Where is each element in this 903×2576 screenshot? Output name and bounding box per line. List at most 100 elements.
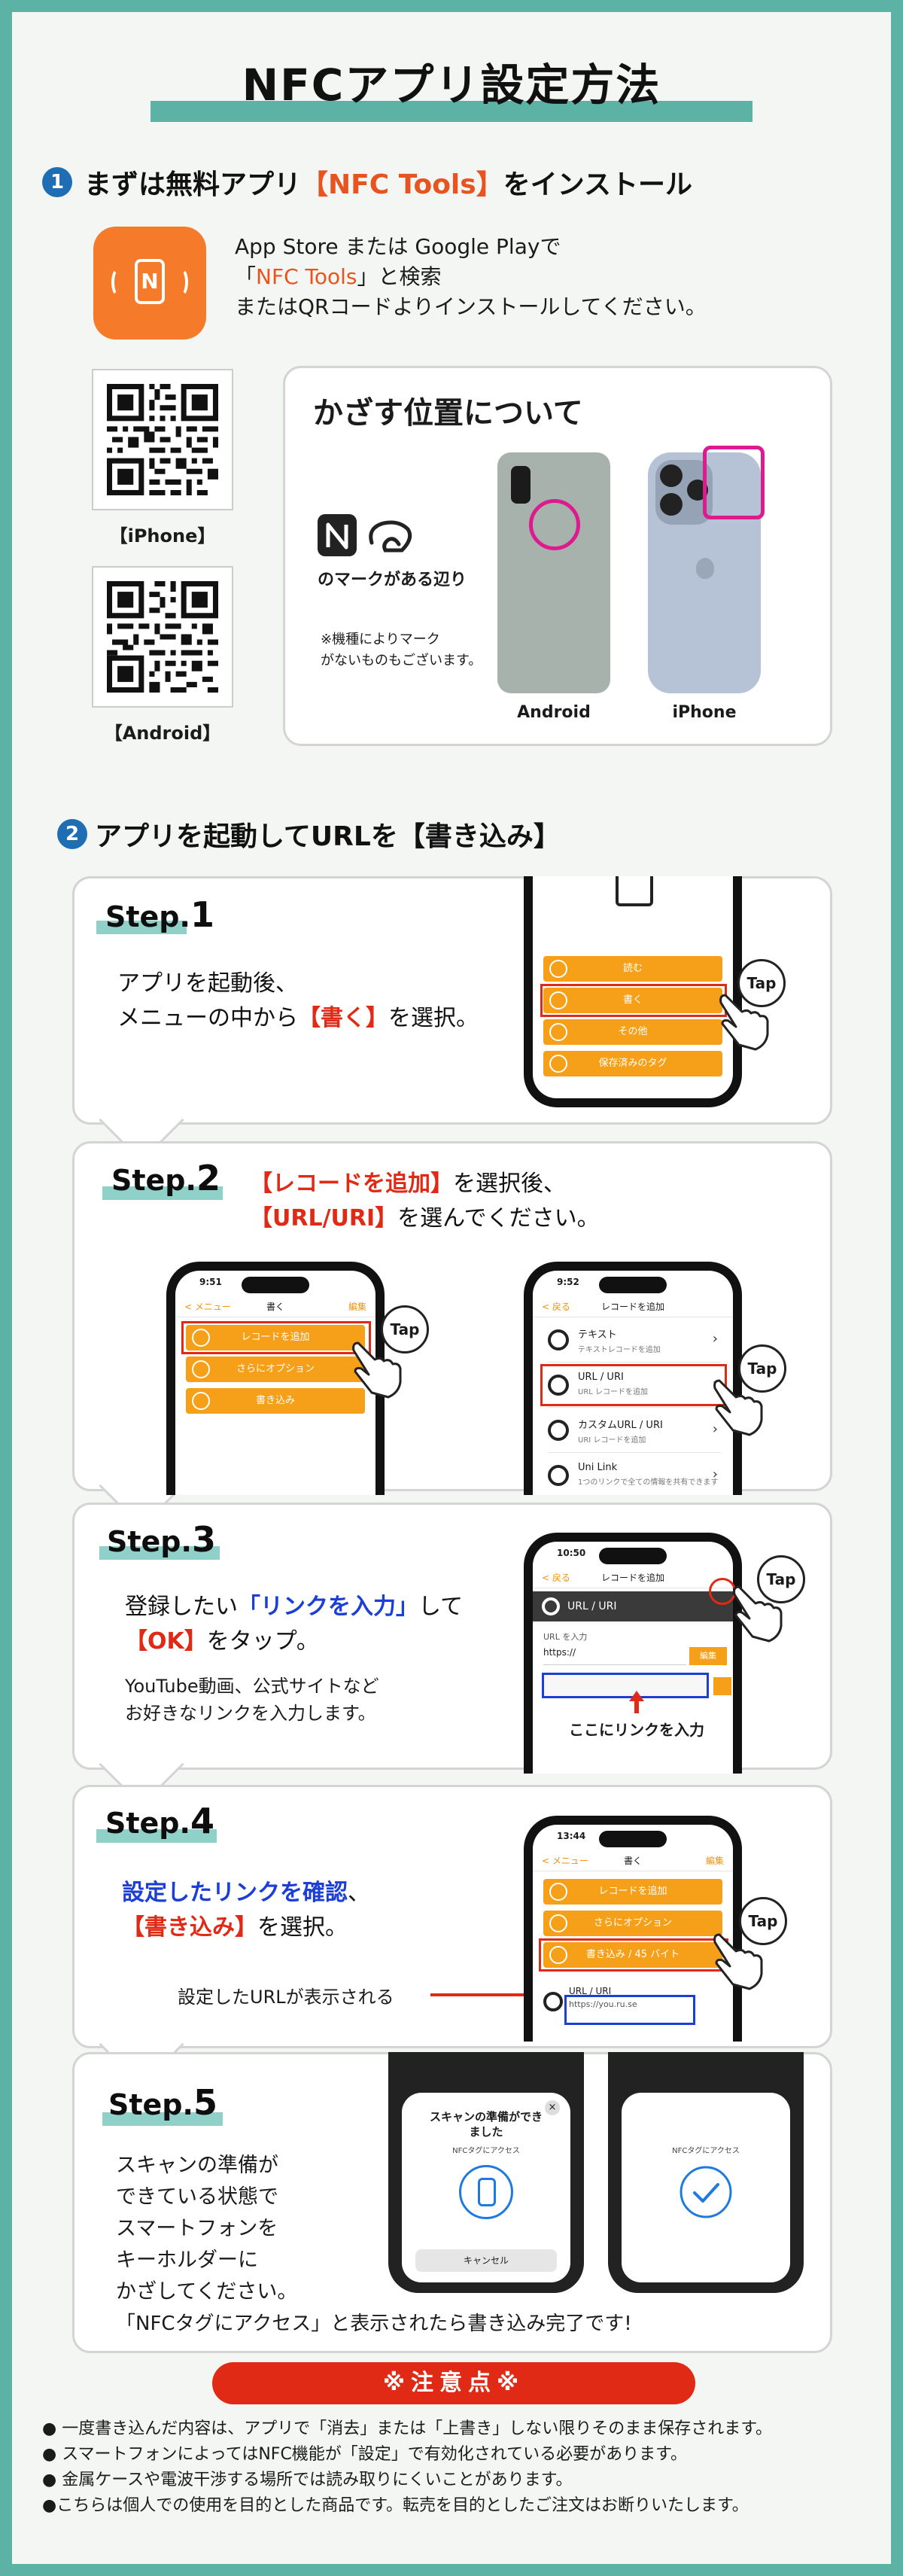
quote-open: 「 — [235, 264, 257, 289]
mark-note-line1: ※機種によりマーク — [321, 632, 440, 647]
step2-left-nav: < メニュー書く編集 — [175, 1296, 375, 1317]
more-options[interactable]: さらにオプション — [186, 1357, 365, 1382]
mark-note-line2: がないものもございます。 — [321, 653, 482, 668]
step2-tag-underline — [102, 1186, 223, 1200]
step3-screen: 10:50 < 戻るレコードを追加 URL / URI URL を入力 http… — [533, 1542, 733, 1774]
step1-phone: 読む 書く その他 保存済みのタグ — [524, 876, 742, 1107]
app-icon-letter: N — [135, 259, 165, 304]
scan-cancel-button[interactable]: キャンセル — [415, 2249, 557, 2272]
scan-dialog: × スキャンの準備ができ ました NFCタグにアクセス キャンセル — [402, 2093, 570, 2282]
step2-tag: Step.2 — [111, 1158, 220, 1198]
step5-tag-underline — [102, 2112, 223, 2126]
add-record-option[interactable]: レコードを追加 — [186, 1325, 365, 1350]
step4-phone: 13:44 < メニュー書く編集 レコードを追加 さらにオプション 書き込み /… — [524, 1816, 742, 2042]
step3-arrow-label: ここにリンクを入力 — [569, 1721, 704, 1739]
close-icon[interactable]: × — [545, 2100, 560, 2115]
install-desc-line1: App Store または Google Playで — [235, 234, 561, 259]
link-icon — [543, 1992, 563, 2011]
step4-write-button[interactable]: 書き込み / 45 バイト — [543, 1942, 722, 1968]
step2-text: 【レコードを追加】を選択後、 【URL/URI】を選んでください。 — [250, 1167, 600, 1236]
android-label: Android — [517, 703, 591, 722]
step1-hand-icon — [719, 994, 769, 1051]
url-prefix-field[interactable]: https:// — [543, 1647, 686, 1665]
write-option[interactable]: 書き込み — [186, 1388, 365, 1414]
nfc-mark-icon — [318, 514, 412, 556]
step5-tag: Step.5 — [108, 2082, 217, 2123]
step4-more-options[interactable]: さらにオプション — [543, 1911, 722, 1936]
ok-button[interactable] — [713, 1677, 731, 1695]
step3-tap-badge: Tap — [757, 1555, 805, 1603]
step1-line1: アプリを起動後、 — [117, 970, 298, 997]
step5-phone-scan: × スキャンの準備ができ ました NFCタグにアクセス キャンセル — [388, 2052, 584, 2293]
step3-line1: 登録したい「リンクを入力」して — [125, 1594, 464, 1620]
menu-write[interactable]: 書く — [543, 988, 722, 1013]
android-camera — [511, 466, 531, 504]
step2-left-tap-badge: Tap — [381, 1305, 429, 1353]
qr-code-iphone[interactable] — [92, 369, 233, 510]
notes-heading: ※注意点※ — [212, 2362, 695, 2404]
step5-last-line: 「NFCタグにアクセス」と表示されたら書き込み完了です! — [116, 2313, 632, 2335]
wave-left-icon — [111, 268, 125, 297]
iphone-nfc-spot — [703, 446, 765, 519]
step2-left-phone: 9:51 < メニュー書く編集 レコードを追加 さらにオプション 書き込み — [166, 1262, 385, 1495]
step1-tap-badge: Tap — [737, 959, 786, 1007]
step1-text: アプリを起動後、 メニューの中から【書く】を選択。 — [117, 967, 479, 1036]
phone-scan-icon — [459, 2165, 513, 2219]
step3-text: 登録したい「リンクを入力」して 【OK】をタップ。 — [125, 1590, 463, 1659]
step1-line2: メニューの中から【書く】を選択。 — [117, 1005, 479, 1031]
menu-other[interactable]: その他 — [543, 1019, 722, 1045]
step1-tag-underline — [96, 921, 187, 934]
step3-line2: 【OK】をタップ。 — [125, 1628, 319, 1655]
url-input[interactable] — [542, 1673, 709, 1698]
install-desc-line3: またはQRコードよりインストールしてください。 — [235, 294, 707, 319]
step3-note: YouTube動画、公式サイトなど お好きなリンクを入力します。 — [125, 1676, 379, 1724]
step3-hand-icon — [733, 1585, 783, 1643]
step4-arrow-label: 設定したURLが表示される — [178, 1987, 394, 2008]
checkmark-icon — [680, 2166, 732, 2218]
record-text-row[interactable]: テキストテキストレコードを追加› — [548, 1319, 721, 1363]
menu-saved-tags[interactable]: 保存済みのタグ — [543, 1051, 722, 1076]
step4-line2: 【書き込み】を選択。 — [122, 1914, 348, 1941]
step2-right-tap-badge: Tap — [738, 1344, 786, 1393]
nfc-logo-icon — [616, 876, 653, 906]
section-number-1: 1 — [42, 167, 72, 197]
step3-nav: < 戻るレコードを追加 — [533, 1567, 733, 1588]
step2-right-phone: 9:52 < 戻るレコードを追加 テキストテキストレコードを追加› URL / … — [524, 1262, 742, 1495]
note-item-4: ●こちらは個人での使用を目的とした商品です。転売を目的としたご注文はお断りいたし… — [42, 2496, 749, 2515]
step1-tag: Step.1 — [105, 894, 214, 935]
note-item-2: ● スマートフォンによってはNFC機能が「設定」で有効化されている必要があります… — [42, 2445, 687, 2464]
qr-iphone-label: 【iPhone】 — [109, 525, 216, 547]
step5-text: スキャンの準備が できている状態で スマートフォンを キーホルダーに かざしてく… — [116, 2154, 298, 2303]
link-icon — [548, 1375, 569, 1396]
title-underline — [150, 101, 752, 122]
section2-heading: アプリを起動してURLを【書き込み】 — [95, 821, 561, 852]
mark-note: ※機種によりマーク がないものもございます。 — [321, 629, 482, 671]
step4-nav: < メニュー書く編集 — [533, 1850, 733, 1871]
edit-button[interactable]: 編集 — [689, 1647, 727, 1665]
step2-line1: 【レコードを追加】を選択後、 — [250, 1171, 566, 1197]
step2-left-highlight — [181, 1321, 371, 1354]
step1-highlight-box — [540, 984, 727, 1017]
step4-tag-underline — [96, 1829, 217, 1843]
install-desc-post: 」と検索 — [357, 264, 442, 289]
text-icon — [548, 1329, 569, 1350]
step1-hl: 【書く】 — [298, 1005, 388, 1031]
custom-link-icon — [548, 1420, 569, 1441]
step1-screen: 読む 書く その他 保存済みのタグ — [533, 876, 733, 1098]
step2-left-screen: 9:51 < メニュー書く編集 レコードを追加 さらにオプション 書き込み — [175, 1271, 375, 1495]
step4-hand-icon — [713, 1933, 763, 1990]
step4-add-record[interactable]: レコードを追加 — [543, 1879, 722, 1905]
step4-url-record[interactable]: URL / URI https://you.ru.se — [543, 1981, 722, 2023]
step2-right-screen: 9:52 < 戻るレコードを追加 テキストテキストレコードを追加› URL / … — [533, 1271, 733, 1495]
iphone-label: iPhone — [672, 703, 737, 722]
step3-header: URL / URI — [533, 1591, 733, 1621]
unilink-icon — [548, 1465, 569, 1486]
qr-code-android[interactable] — [92, 566, 233, 708]
menu-read[interactable]: 読む — [543, 956, 722, 982]
mark-caption: のマークがある辺り — [318, 571, 467, 589]
page-title: NFCアプリ設定方法 — [242, 59, 661, 111]
scan-dialog-title: スキャンの準備ができ ました — [429, 2110, 543, 2139]
